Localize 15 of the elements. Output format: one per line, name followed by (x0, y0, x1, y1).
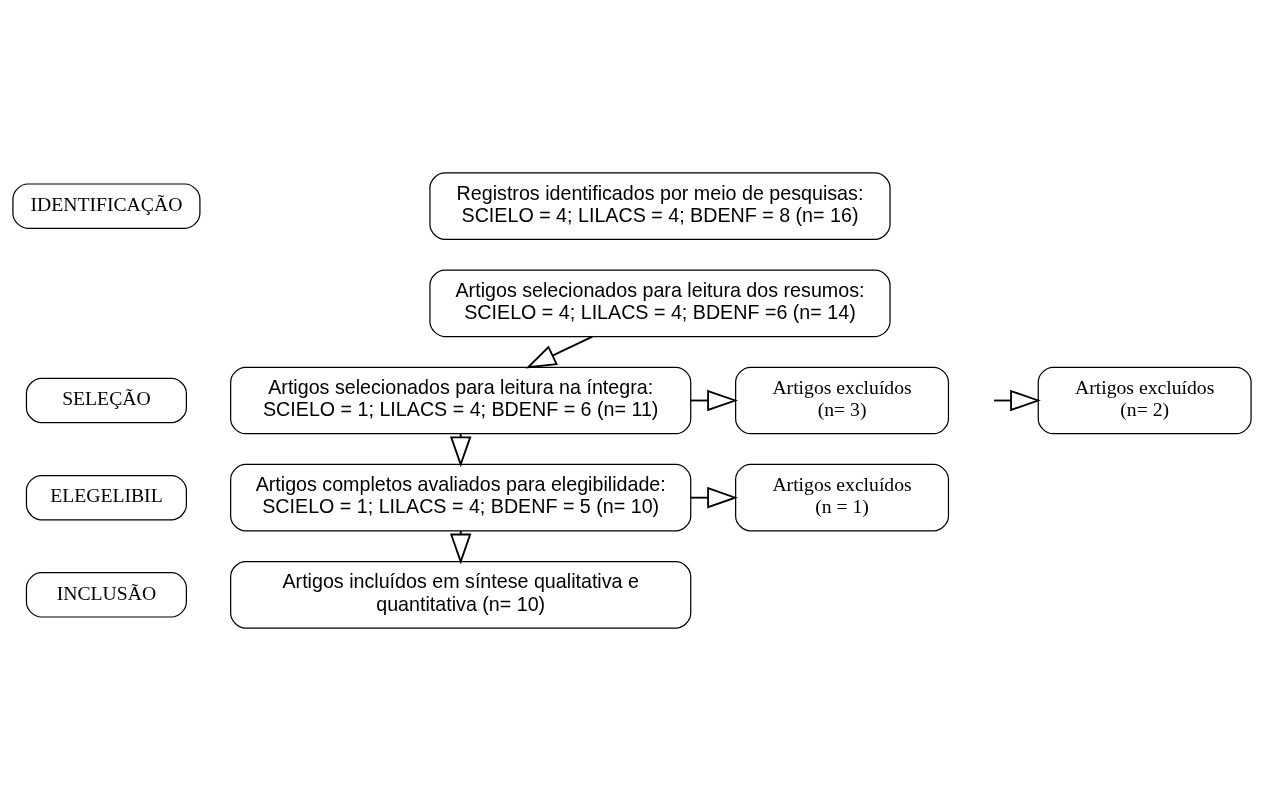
node-box: INCLUSÃO (25, 571, 187, 618)
arrow (449, 529, 472, 564)
arrow (689, 486, 738, 508)
node-box: Artigos excluídos (n = 1) (735, 463, 950, 531)
node-box: SELEÇÃO (25, 377, 187, 423)
node-box: IDENTIFICAÇÃO (12, 182, 201, 229)
node-box: Artigos completos avaliados para elegibilidade: SCIELO = 1; LILACS = 4; BDENF = 5 (n= 10) (230, 463, 692, 531)
node-box: Registros identificados por meio de pesquisas: SCIELO = 4; LILACS = 4; BDENF = 8 (n= 16) (429, 171, 891, 240)
node-box: Artigos selecionados para leitura na íntegra: SCIELO = 1; LILACS = 4; BDENF = 6 (n= 11) (230, 366, 692, 434)
node-box: Artigos excluídos (n= 2) (1037, 366, 1252, 434)
node-box: Artigos incluídos em síntese qualitativa e quantitativa (n= 10) (230, 560, 692, 629)
node-box: ELEGELIBIL (25, 474, 187, 520)
node-box: Artigos excluídos (n= 3) (735, 366, 950, 434)
node-box: Artigos selecionados para leitura dos resumos: SCIELO = 4; LILACS = 4; BDENF =6 (n= 14) (429, 269, 891, 337)
arrow (525, 335, 594, 368)
